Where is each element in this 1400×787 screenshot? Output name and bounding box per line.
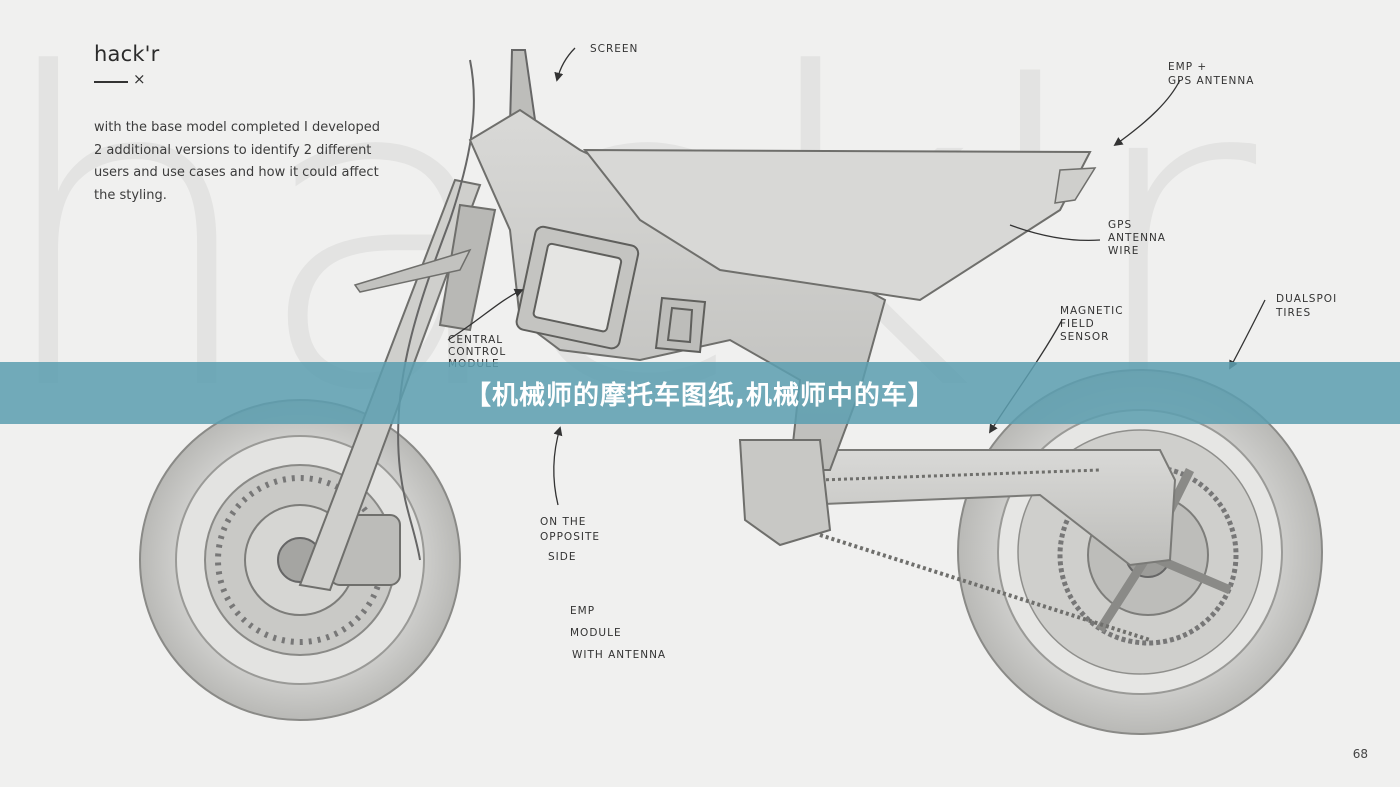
front-wheel xyxy=(139,399,461,721)
annotation-emp-gps-1: EMP + xyxy=(1168,61,1207,73)
annotation-emp-module-1: EMP xyxy=(570,605,595,617)
annotation-opposite-3: SIDE xyxy=(548,551,576,563)
annotation-dual-1: DUALSPOI xyxy=(1276,293,1337,305)
annotation-screen: SCREEN xyxy=(590,43,638,55)
annotation-opposite-1: ON THE xyxy=(540,516,586,528)
annotation-magnetic-3: SENSOR xyxy=(1060,331,1109,343)
banner-title: 【机械师的摩托车图纸,机械师中的车】 xyxy=(465,380,935,411)
close-icon: × xyxy=(133,70,146,88)
motorcycle-body xyxy=(353,108,1097,547)
annotation-emp-module-2: MODULE xyxy=(570,627,622,639)
annotation-magnetic-1: MAGNETIC xyxy=(1060,305,1124,317)
annotation-emp-module-3: WITH ANTENNA xyxy=(572,649,666,661)
page-number: 68 xyxy=(1352,747,1368,761)
brand-logo-text: hack'r xyxy=(94,42,160,66)
annotation-emp-gps-2: GPS ANTENNA xyxy=(1168,75,1254,87)
brand-divider xyxy=(94,81,128,83)
annotation-opposite-2: OPPOSITE xyxy=(540,531,600,543)
annotation-central-2: CONTROL xyxy=(448,346,506,358)
slide-description: with the base model completed I develope… xyxy=(94,120,380,203)
annotation-gps-wire-2: ANTENNA xyxy=(1108,232,1166,244)
annotation-central-1: CENTRAL xyxy=(448,334,503,346)
annotation-gps-wire-3: WIRE xyxy=(1108,245,1139,257)
annotation-dual-2: TIRES xyxy=(1275,307,1311,319)
swingarm xyxy=(778,449,1177,642)
annotation-gps-wire-1: GPS xyxy=(1108,219,1132,231)
annotation-magnetic-2: FIELD xyxy=(1060,318,1095,330)
title-banner: 【机械师的摩托车图纸,机械师中的车】 xyxy=(0,362,1400,424)
